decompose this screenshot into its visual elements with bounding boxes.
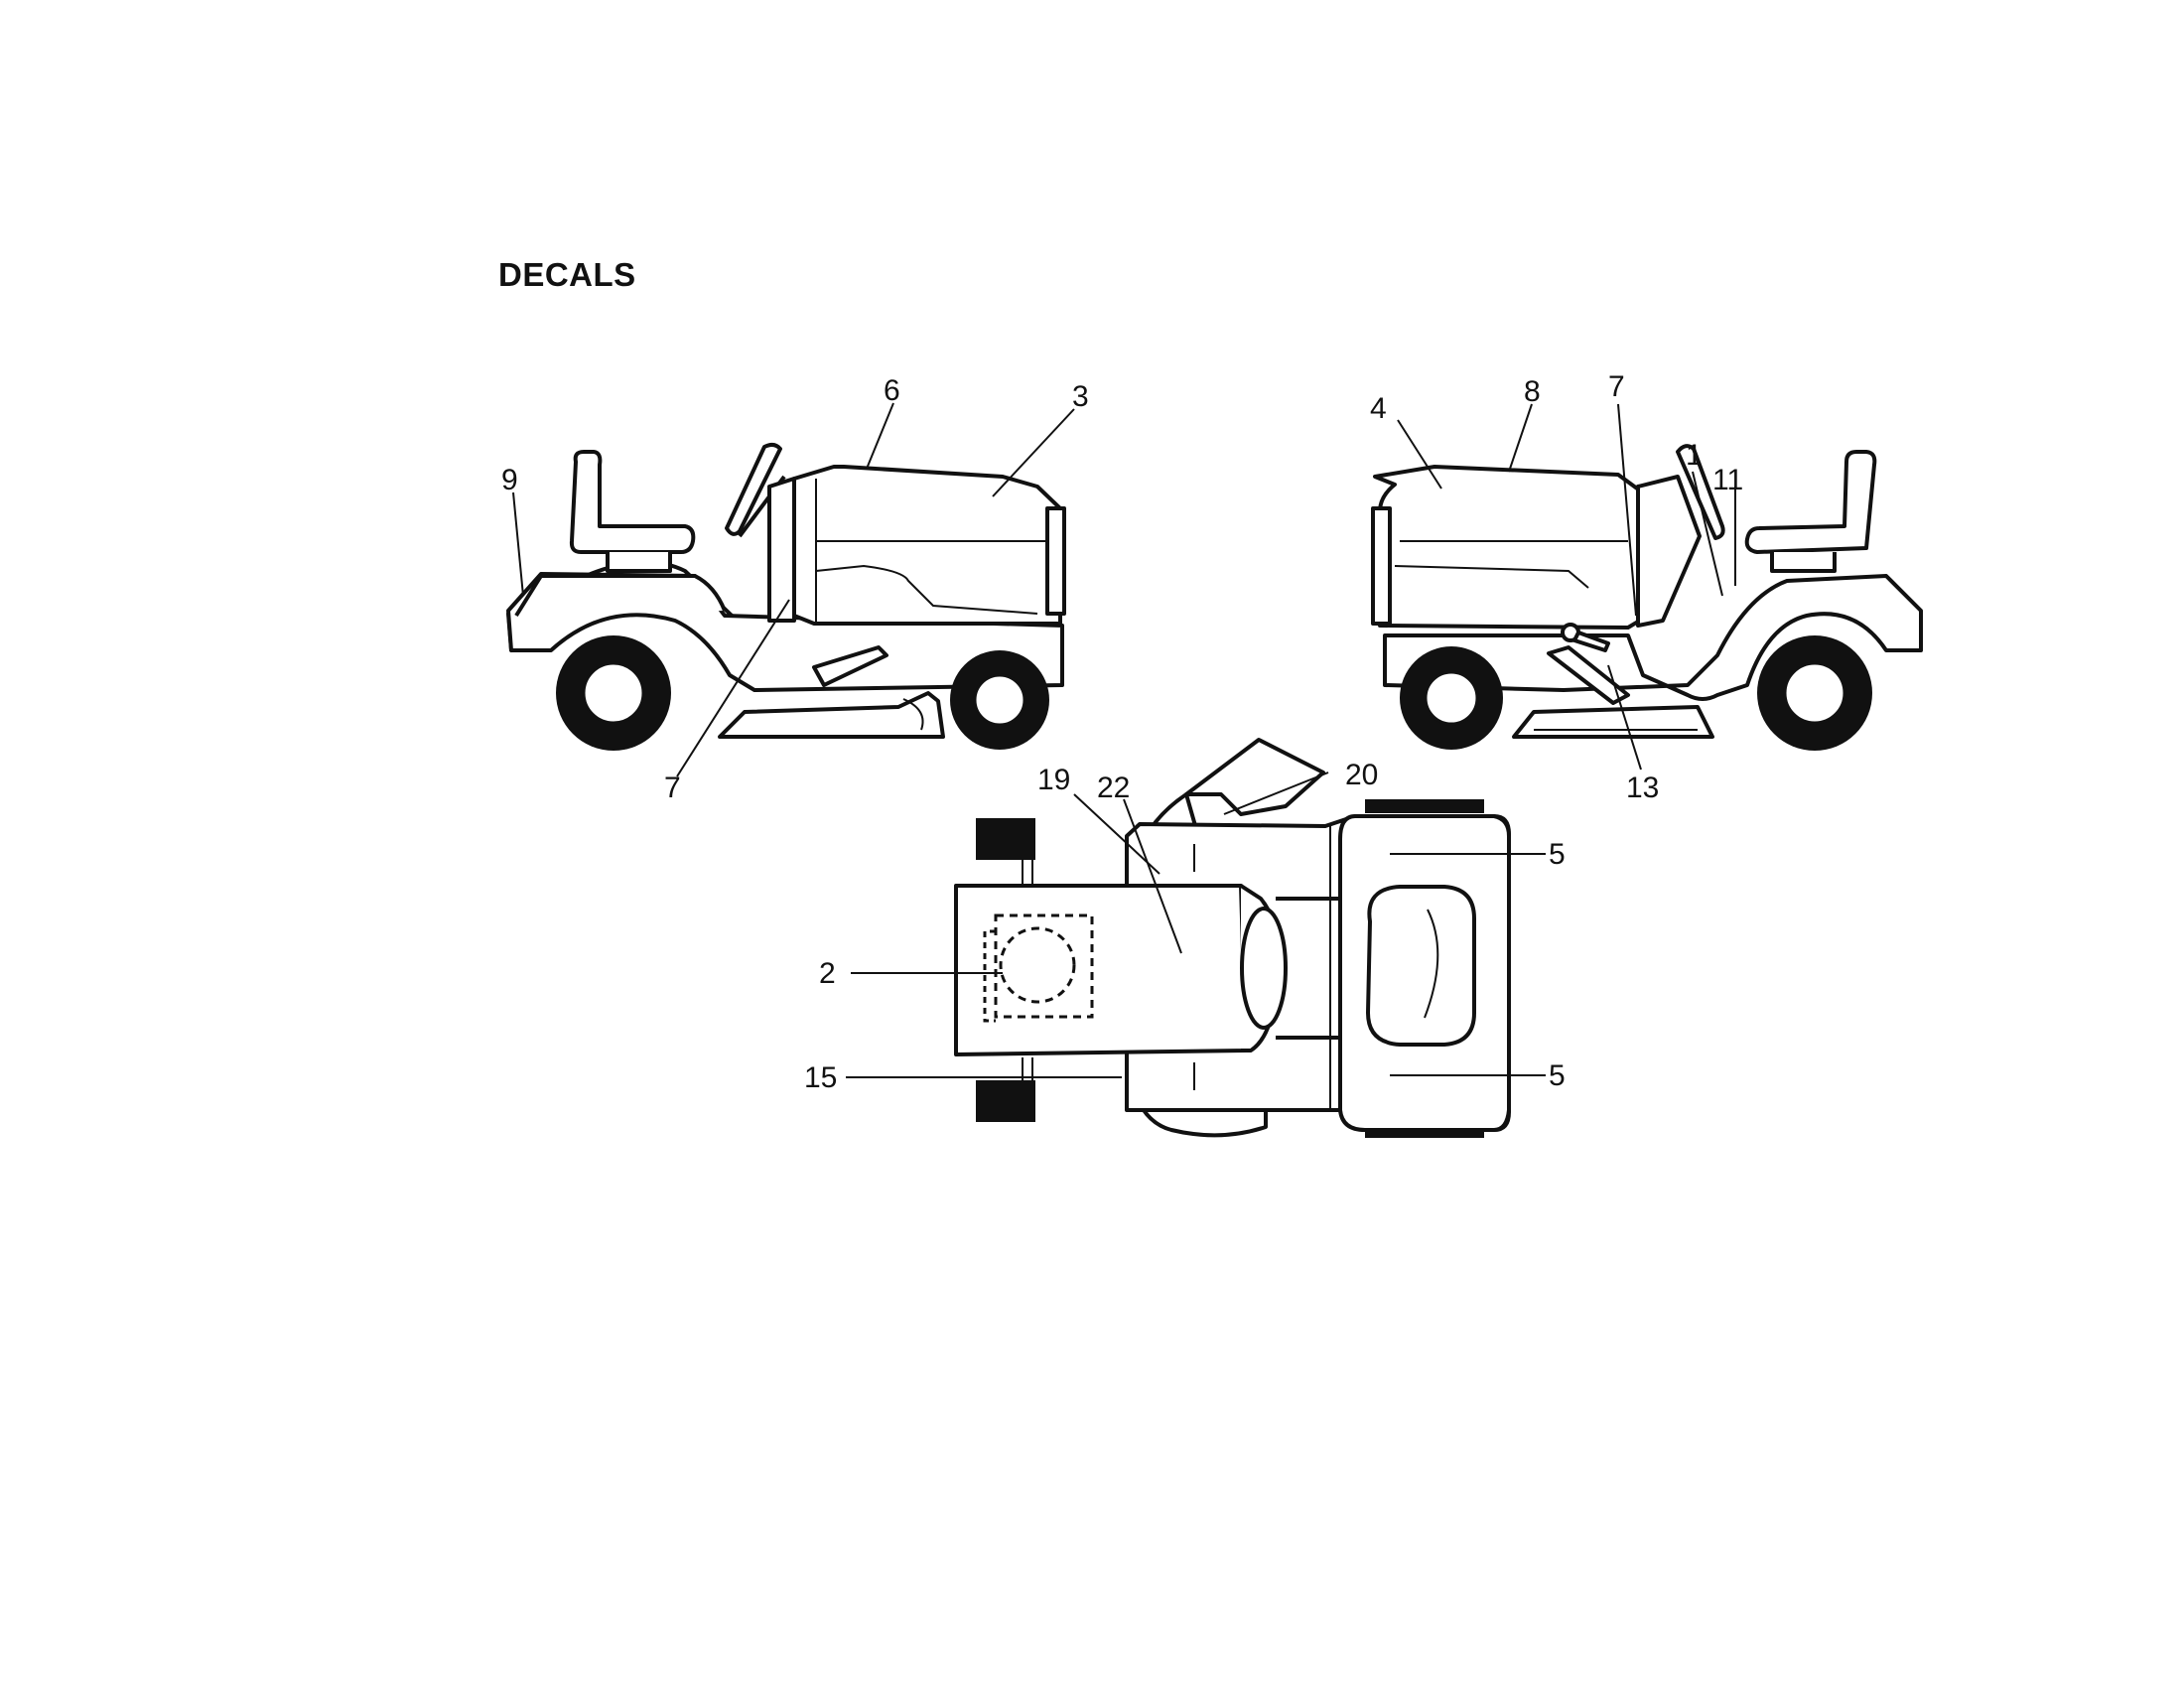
callout-1: 1 (1686, 439, 1703, 472)
page-title: DECALS (498, 256, 636, 293)
callout-9: 9 (501, 464, 518, 496)
callout-13: 13 (1626, 772, 1659, 804)
callout-5-upper: 5 (1549, 838, 1566, 871)
left-side-view (506, 402, 1075, 777)
top-view (846, 738, 1546, 1138)
callout-22: 22 (1097, 772, 1130, 804)
callout-7-right: 7 (1608, 370, 1625, 403)
callout-2: 2 (819, 957, 836, 990)
callout-11: 11 (1712, 464, 1743, 496)
callout-19: 19 (1037, 764, 1070, 796)
callout-6: 6 (884, 374, 900, 407)
callout-5-lower: 5 (1549, 1059, 1566, 1092)
callout-4: 4 (1370, 392, 1387, 425)
callout-7-left: 7 (664, 772, 681, 804)
right-side-view (1371, 403, 1923, 771)
callout-3: 3 (1072, 380, 1089, 413)
callout-20: 20 (1345, 759, 1378, 791)
callout-15: 15 (804, 1061, 837, 1094)
callout-8: 8 (1524, 375, 1541, 408)
